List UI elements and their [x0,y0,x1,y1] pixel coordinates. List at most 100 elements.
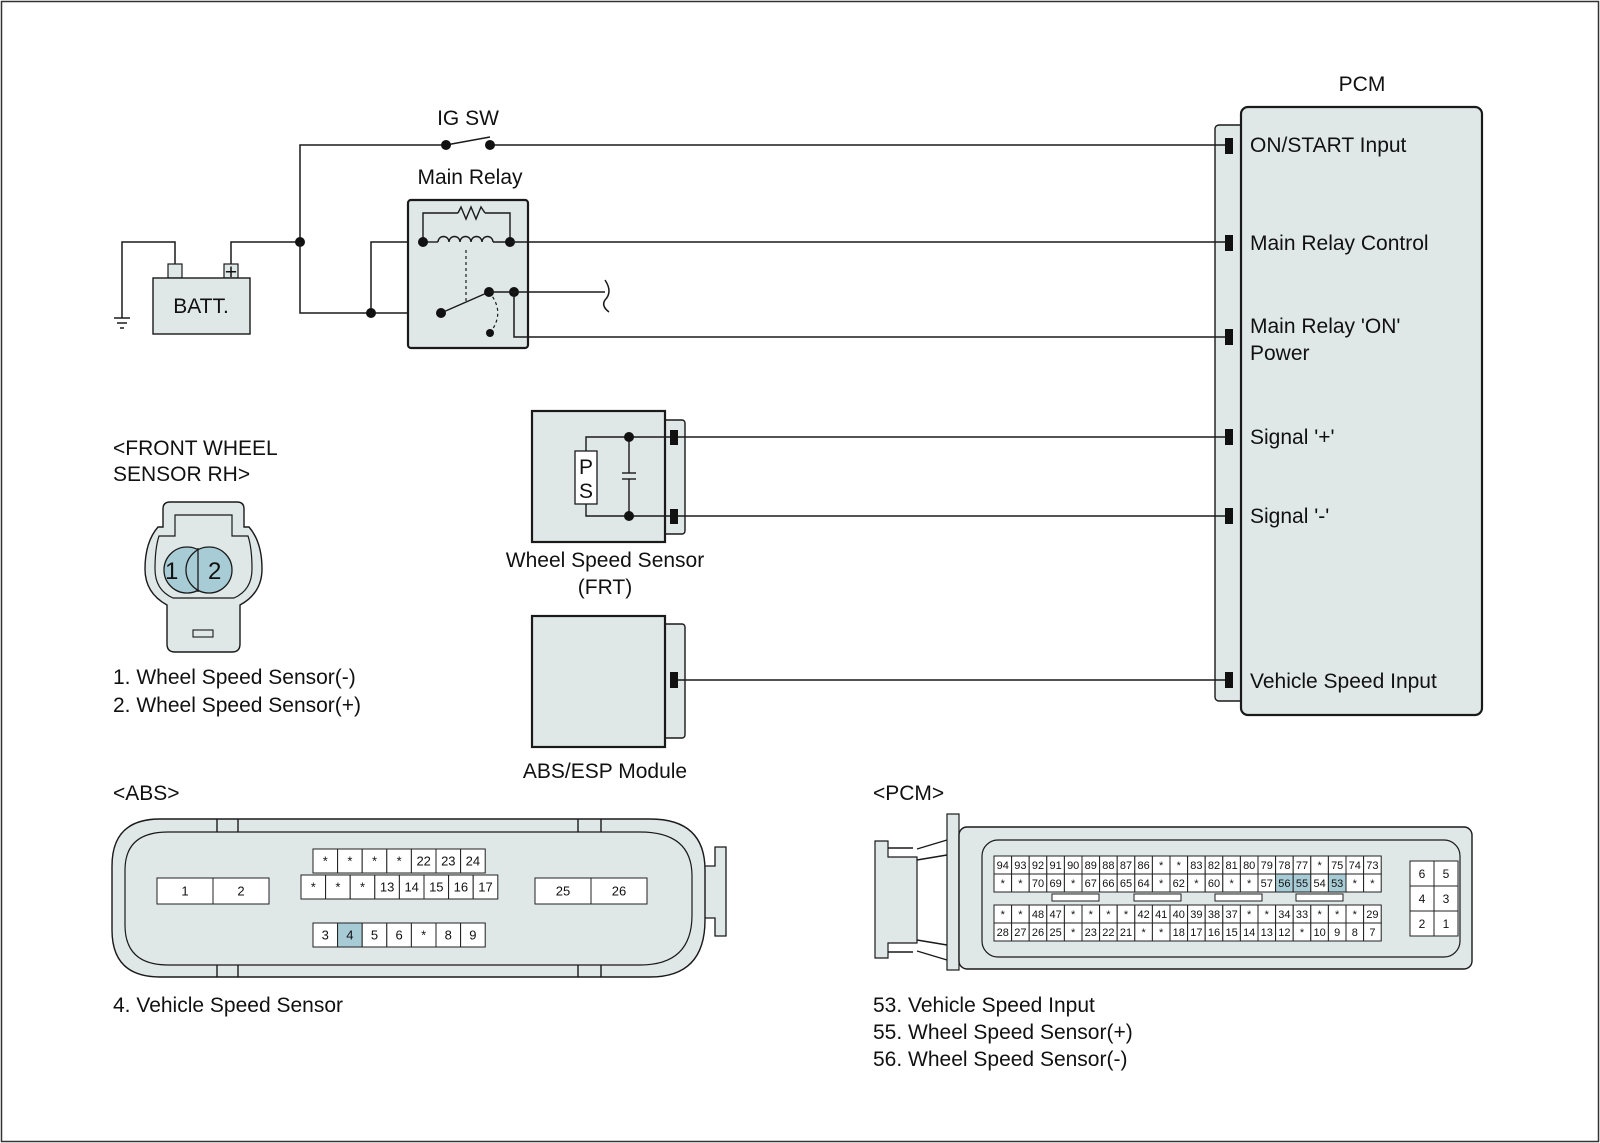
pcm-pin-label: 38 [1208,909,1220,921]
pcm-pin-label: 92 [1032,860,1044,872]
abs-pin-label: 24 [466,854,480,869]
pcm-label-signal-minus: Signal '-' [1250,505,1329,528]
wss-inner-wire-bottom [585,504,670,517]
pcm-pin-label: 41 [1155,909,1167,921]
abs-pin-label: * [335,880,340,895]
pcm-pin-relay-power [1225,329,1233,345]
pcm-pin-label: 67 [1085,878,1097,890]
pcm-pin-label: 81 [1225,860,1237,872]
pcm-pin-label: * [1141,927,1146,939]
pcm-pin-label: 23 [1085,927,1097,939]
front-sensor-title-1: <FRONT WHEEL [113,437,278,460]
pcm-label-power: Power [1250,342,1310,365]
pcm-pin-label: * [1001,909,1006,921]
abs-pin-label: 8 [445,928,452,943]
pcm-key-slot [1051,893,1100,902]
abs-pin-label: * [372,854,377,869]
pcm-pin-label: 15 [1225,927,1237,939]
wire-break-icon [602,279,610,313]
pcm-pin-label: 91 [1049,860,1061,872]
pcm-pin-label: 28 [997,927,1009,939]
pcm-box [1239,105,1484,717]
pcm-pin-label: 70 [1032,878,1044,890]
relay-coil-feed-wire [370,241,423,313]
ps-label-p: P [579,456,593,479]
abs-pin-label: 2 [237,884,244,899]
abs-pin-label: 25 [556,884,570,899]
ps-label-s: S [579,480,593,503]
pcm-pin-label: 27 [1014,927,1026,939]
pcm-pin-label: * [1071,878,1076,890]
pcm-small-pin [1433,885,1459,912]
pcm-conn-left-tab [874,840,918,959]
abs-pin-label: 23 [441,854,455,869]
pcm-pin-label: 39 [1190,909,1202,921]
abs-pin-label: 9 [469,928,476,943]
pcm-pin-label: * [1353,909,1358,921]
abs-pin [312,848,339,874]
pcm-pin-signal-plus [1225,429,1233,445]
pcm-pin-label: 9 [1334,927,1340,939]
pcm-pin-label: 13 [1261,927,1273,939]
pcm-pin-label: 10 [1313,927,1325,939]
pcm-pin-label: 86 [1137,860,1149,872]
pcm-small-pin [1433,910,1459,937]
pcm-pin [1363,922,1382,942]
front-sensor-title-2: SENSOR RH> [113,463,250,486]
wss-label-2: (FRT) [578,576,632,599]
relay-resistor-wire-2 [485,212,511,242]
pcm-conn-inner [981,839,1461,958]
pcm-legend-3: 56. Wheel Speed Sensor(-) [873,1048,1127,1071]
resistor-icon [457,205,486,221]
pcm-pin-label: 53 [1331,878,1343,890]
abs-pin [300,874,327,900]
pcm-pin-label: 56 [1278,878,1290,890]
pcm-pin-label: 74 [1349,860,1361,872]
abs-pin-label: 17 [478,880,492,895]
pcm-conn-title: <PCM> [873,782,944,805]
batt-label: BATT. [173,295,229,318]
pcm-pin [1363,873,1382,893]
pcm-pin-label: * [1159,927,1164,939]
abs-pin-label: * [311,880,316,895]
abs-pin [349,874,376,900]
pcm-pin-label: 57 [1261,878,1273,890]
battery [152,277,251,335]
pcm-pin-label: 29 [1366,909,1378,921]
ig-sw-blade [445,136,491,146]
pcm-small-pin-label: 5 [1443,867,1450,881]
wss-node-top [624,432,634,442]
pcm-small-pin [1433,860,1459,887]
abs-pin-label: 22 [416,854,430,869]
pcm-pin-label: 33 [1296,909,1308,921]
abs-pin-label: 1 [181,884,188,899]
abs-pin [448,874,474,900]
wss-inner-wire-top [585,436,670,451]
pcm-conn-flange [946,813,960,971]
pcm-pin-label: 14 [1243,927,1255,939]
wss-label-1: Wheel Speed Sensor [506,549,704,572]
pcm-conn-strut-4 [916,950,948,961]
pcm-pin-label: 7 [1369,927,1375,939]
pcm-small-pin-label: 6 [1419,867,1426,881]
wss-pin-plus [670,430,678,445]
abs-title: <ABS> [113,782,180,805]
pcm-pin-label: * [1089,909,1094,921]
pcm-pin-label: 94 [997,860,1009,872]
pcm-pin-label: * [1159,878,1164,890]
pcm-pin-label: * [1071,927,1076,939]
pcm-pin-label: 26 [1032,927,1044,939]
pcm-pin-label: 18 [1173,927,1185,939]
relay-coil-icon [437,235,494,243]
abs-pin [410,922,437,948]
front-sensor-legend-1: 1. Wheel Speed Sensor(-) [113,666,356,689]
pcm-pin-label: * [1001,878,1006,890]
abs-pin-label: * [421,928,426,943]
pcm-pin-label: 42 [1137,909,1149,921]
abs-pin [410,848,437,874]
pcm-small-pin-label: 1 [1443,917,1450,931]
